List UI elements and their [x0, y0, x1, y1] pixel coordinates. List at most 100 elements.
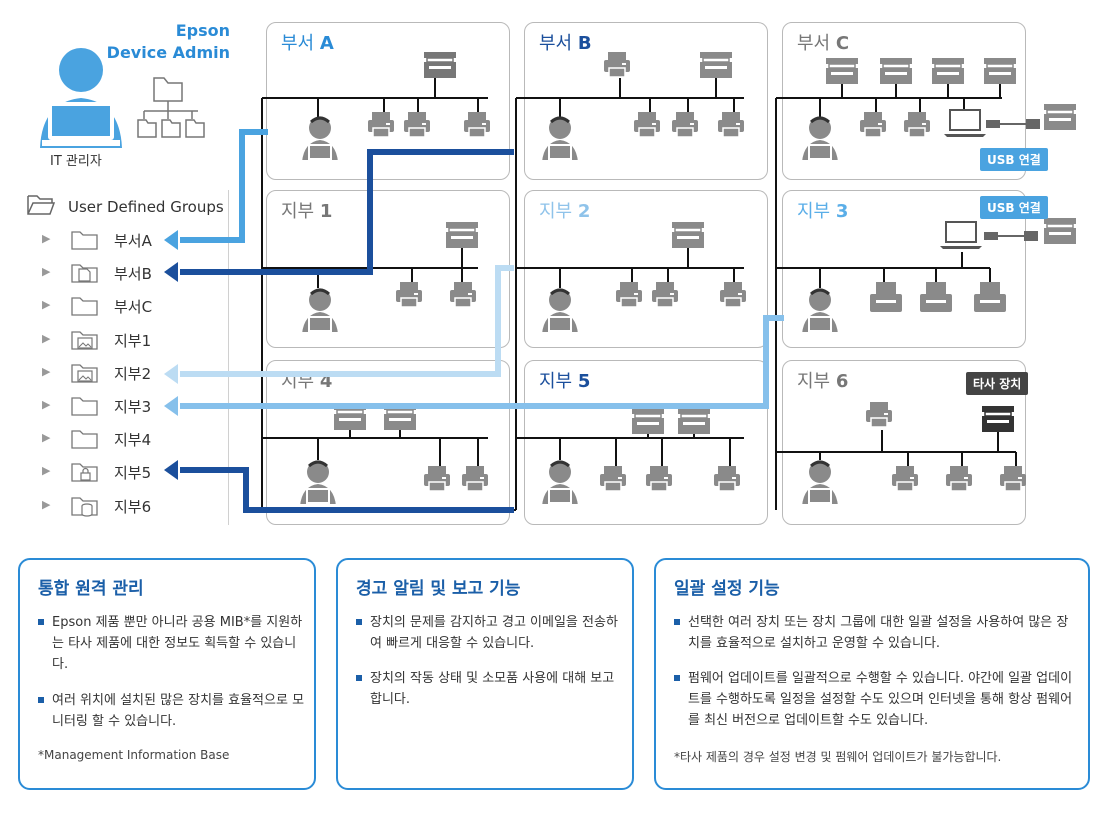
user-pc-icon	[542, 460, 578, 507]
tree-item-label: 부서B	[114, 265, 152, 284]
thirdparty-badge: 타사 장치	[966, 372, 1029, 395]
printer-icon	[616, 282, 642, 308]
printer-icon	[632, 408, 664, 434]
bullet: 장치의 문제를 감지하고 경고 이메일을 전송하여 빠르게 대응할 수 있습니다…	[356, 612, 626, 654]
admin-title-line2: Device Admin	[106, 43, 230, 62]
expand-arrow-icon[interactable]: ▶	[42, 464, 51, 478]
printer-icon	[946, 466, 972, 492]
printer-icon	[920, 282, 952, 312]
it-admin-person-icon	[40, 48, 122, 148]
printer-icon	[700, 52, 732, 78]
printer-icon	[718, 112, 744, 138]
network-tree-icon	[137, 77, 205, 138]
tree-item-9[interactable]: ▶ 지부6	[40, 494, 230, 518]
tree-item-label: 지부4	[114, 431, 152, 450]
arrow-지부3	[164, 396, 178, 416]
tree-item-7[interactable]: ▶ 지부4	[40, 427, 230, 451]
printer-icon	[866, 402, 892, 428]
cell-title: 지부 2	[539, 201, 591, 222]
printer-icon	[424, 52, 456, 78]
tree-item-label: 지부5	[114, 464, 152, 483]
link-부서B	[180, 149, 514, 275]
printer-icon	[974, 282, 1006, 312]
it-admin-label: IT 관리자	[50, 154, 102, 169]
laptop-icon	[940, 221, 982, 249]
cell-title: 부서 A	[281, 33, 334, 54]
tree-item-label: 지부3	[114, 398, 152, 416]
link-지부3	[180, 315, 784, 409]
bullet: 펌웨어 업데이트를 일괄적으로 수행할 수 있습니다. 야간에 일괄 업데이트를…	[674, 668, 1078, 731]
user-pc-icon	[300, 460, 336, 507]
usb-cable-icon	[984, 231, 1038, 241]
tree-item-label: 지부6	[114, 497, 152, 516]
box-title: 통합 원격 관리	[38, 579, 144, 599]
cell-title: 지부 6	[797, 371, 849, 392]
footnote: *타사 제품의 경우 설정 변경 및 펌웨어 업데이트가 불가능합니다.	[674, 750, 1002, 764]
network-connections	[164, 52, 1076, 513]
tree-item-label: 지부1	[114, 331, 152, 350]
bullet: 선택한 여러 장치 또는 장치 그룹에 대한 일괄 설정을 사용하여 많은 장치…	[674, 612, 1078, 654]
expand-arrow-icon[interactable]: ▶	[42, 431, 51, 445]
info-box-batch-settings: 일괄 설정 기능 선택한 여러 장치 또는 장치 그룹에 대한 일괄 설정을 사…	[654, 558, 1090, 790]
user-pc-icon	[802, 460, 838, 507]
tree-item-6[interactable]: ▶ 지부3	[40, 394, 230, 418]
usb-cable-icon	[986, 119, 1040, 129]
link-지부2	[180, 265, 514, 377]
tree-divider	[228, 190, 229, 525]
printer-icon	[672, 222, 704, 248]
printer-icon	[904, 112, 930, 138]
printer-icon	[714, 466, 740, 492]
expand-arrow-icon[interactable]: ▶	[42, 298, 51, 312]
cell-title: 지부 1	[281, 201, 333, 222]
user-pc-icon	[302, 116, 338, 163]
tree-item-4[interactable]: ▶ 지부1	[40, 328, 230, 352]
printer-icon	[424, 466, 450, 492]
info-box-remote-management: 통합 원격 관리 Epson 제품 뿐만 아니라 공용 MIB*를 지원하는 타…	[18, 558, 316, 790]
expand-arrow-icon[interactable]: ▶	[42, 331, 51, 345]
user-pc-icon	[542, 116, 578, 163]
tree-item-label: 지부2	[114, 364, 152, 383]
printer-icon	[368, 112, 394, 138]
user-pc-icon	[802, 288, 838, 335]
user-pc-icon	[802, 116, 838, 163]
printer-icon	[600, 466, 626, 492]
footnote: *Management Information Base	[38, 748, 230, 762]
tree-item-label: 부서C	[114, 298, 153, 317]
expand-arrow-icon[interactable]: ▶	[42, 398, 51, 411]
printer-icon	[880, 58, 912, 84]
expand-arrow-icon[interactable]: ▶	[42, 265, 51, 279]
tree-header: User Defined Groups	[68, 198, 224, 216]
tree-item-8[interactable]: ▶ 지부5	[40, 460, 230, 484]
admin-title-line1: Epson	[175, 21, 230, 40]
tree-item-5[interactable]: ▶ 지부2	[40, 361, 230, 385]
link-지부5	[180, 467, 514, 513]
printer-icon	[1044, 104, 1076, 130]
tree-item-1[interactable]: ▶ 부서A	[40, 228, 230, 252]
thirdparty-printer-icon	[982, 406, 1014, 432]
user-pc-icon	[542, 288, 578, 335]
box-title: 경고 알림 및 보고 기능	[356, 579, 521, 599]
open-folder-icon	[27, 195, 56, 215]
printer-icon	[672, 112, 698, 138]
printer-icon	[604, 52, 630, 78]
printer-icon	[652, 282, 678, 308]
tree-item-2[interactable]: ▶ 부서B	[40, 261, 230, 285]
link-부서A	[180, 129, 268, 243]
cell-title: 부서 C	[797, 33, 850, 54]
info-box-alerts-reports: 경고 알림 및 보고 기능 장치의 문제를 감지하고 경고 이메일을 전송하여 …	[336, 558, 634, 790]
arrow-지부2	[164, 364, 178, 384]
arrow-부서B	[164, 262, 178, 282]
expand-arrow-icon[interactable]: ▶	[42, 232, 51, 245]
printer-icon	[720, 282, 746, 308]
expand-arrow-icon[interactable]: ▶	[42, 364, 51, 378]
printer-icon	[1044, 218, 1076, 244]
tree-item-label: 부서A	[114, 232, 152, 250]
printer-icon	[462, 466, 488, 492]
expand-arrow-icon[interactable]: ▶	[42, 497, 51, 511]
tree-item-3[interactable]: ▶ 부서C	[40, 294, 230, 318]
cell-title: 지부 3	[797, 201, 849, 222]
printer-icon	[984, 58, 1016, 84]
cell-title: 부서 B	[539, 33, 592, 54]
printer-icon	[464, 112, 490, 138]
